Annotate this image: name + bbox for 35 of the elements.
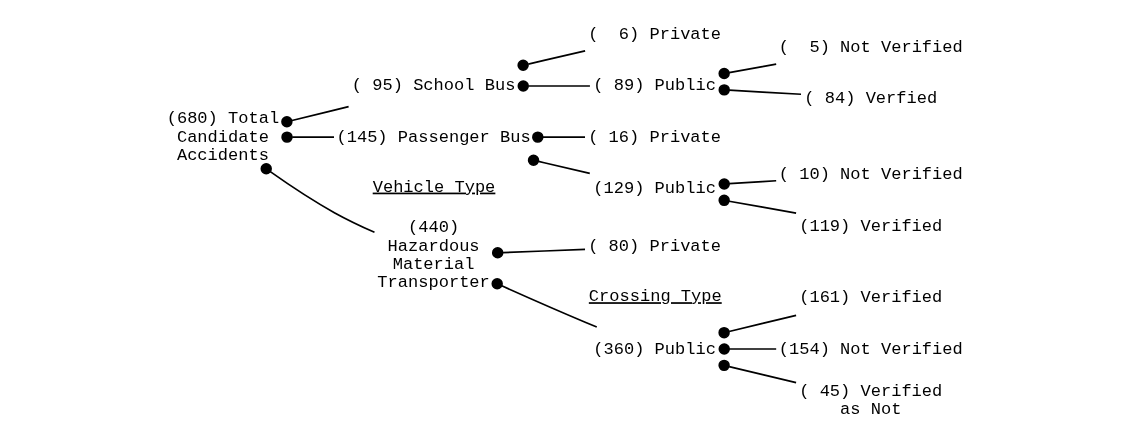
connector bbox=[717, 314, 797, 339]
node-text: (680) Total Candidate Accidents bbox=[166, 109, 279, 165]
node-text: ( 16) Private bbox=[587, 127, 721, 147]
node-text: (119) Verified bbox=[798, 216, 942, 236]
connector bbox=[517, 80, 591, 92]
label: Vehicle Type bbox=[372, 177, 495, 197]
node-text: ( 80) Private bbox=[587, 237, 721, 257]
connector bbox=[516, 49, 586, 72]
connector bbox=[531, 131, 586, 143]
node-text: ( 84) Verfied bbox=[803, 88, 937, 108]
connector bbox=[718, 178, 777, 190]
node-text: (154) Not Verified bbox=[778, 339, 963, 359]
label: Crossing Type bbox=[588, 287, 722, 307]
connector bbox=[717, 63, 777, 80]
node-text: (129) Public bbox=[592, 178, 716, 198]
node-text: ( 45) Verified as Not bbox=[798, 381, 942, 419]
connector bbox=[527, 154, 591, 175]
node-text: (145) Passenger Bus bbox=[335, 127, 531, 147]
connector bbox=[280, 131, 335, 143]
node-text: (161) Verified bbox=[798, 288, 942, 308]
connector bbox=[718, 343, 777, 355]
node-text: ( 95) School Bus bbox=[351, 76, 515, 96]
connector bbox=[718, 84, 802, 96]
node-text: ( 6) Private bbox=[587, 25, 721, 45]
node-text: ( 10) Not Verified bbox=[778, 165, 963, 185]
connector bbox=[490, 278, 598, 328]
connector bbox=[491, 247, 586, 259]
node-text: ( 5) Not Verified bbox=[778, 37, 963, 57]
connector bbox=[717, 359, 797, 384]
connector bbox=[280, 105, 349, 128]
connector bbox=[717, 194, 797, 214]
connector bbox=[260, 163, 375, 234]
node-text: (360) Public bbox=[592, 339, 716, 359]
node-text: (440) Hazardous Material Transporter bbox=[376, 218, 490, 293]
node-text: ( 89) Public bbox=[592, 76, 716, 96]
